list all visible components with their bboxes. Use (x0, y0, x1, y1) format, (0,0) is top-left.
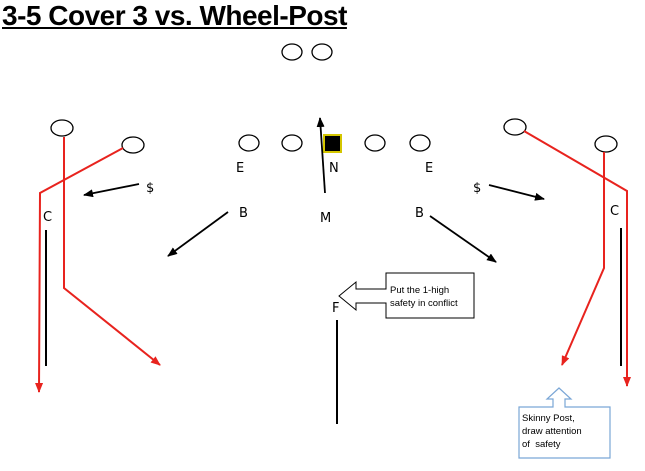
offense-tackle-left (238, 134, 260, 152)
route-wheel-left (35, 147, 124, 393)
drop-buck-right (429, 215, 497, 263)
label-free-safety: F (332, 301, 339, 316)
label-nose: N (329, 161, 339, 176)
drop-buck-left (167, 211, 229, 257)
drop-money-right (488, 184, 545, 201)
label-mike: M (320, 211, 331, 226)
label-corner-right: C (610, 204, 619, 219)
label-money-right: $ (473, 181, 481, 196)
callout-arrow-safety-conflict (338, 272, 475, 319)
callout-skinny-post: Skinny Post, draw attention of safety (522, 412, 606, 451)
label-end-right: E (425, 161, 433, 176)
callout-skinny-post-line-2: draw attention (522, 426, 582, 437)
offense-player-back-left (281, 43, 303, 61)
callout-arrow-skinny-post (518, 387, 611, 459)
offense-slot-left (121, 136, 145, 154)
callout-safety-conflict: Put the 1-high safety in conflict (390, 284, 472, 310)
mike-read-arrow (316, 117, 326, 194)
callout-skinny-post-line-1: Skinny Post, (522, 413, 575, 424)
offense-slot-right (503, 118, 527, 136)
label-corner-left: C (43, 210, 52, 225)
callout-skinny-post-line-3: of safety (522, 439, 561, 450)
offense-guard-left (281, 134, 303, 152)
offense-tackle-right (409, 134, 431, 152)
label-buck-right: B (415, 206, 424, 221)
drop-money-left (83, 183, 140, 198)
label-buck-left: B (239, 206, 248, 221)
route-post-left (63, 137, 161, 366)
route-wheel-right (523, 130, 631, 387)
label-end-left: E (236, 161, 244, 176)
offense-wr-left (50, 119, 74, 137)
callout-safety-conflict-line-2: safety in conflict (390, 298, 458, 309)
callout-safety-conflict-line-1: Put the 1-high (390, 285, 450, 296)
offense-player-back-right (311, 43, 333, 61)
offense-center (323, 134, 342, 153)
offense-wr-right (594, 135, 618, 153)
offense-guard-right (364, 134, 386, 152)
label-money-left: $ (146, 181, 154, 196)
page-title: 3-5 Cover 3 vs. Wheel-Post (2, 0, 347, 31)
route-post-right (561, 152, 605, 366)
